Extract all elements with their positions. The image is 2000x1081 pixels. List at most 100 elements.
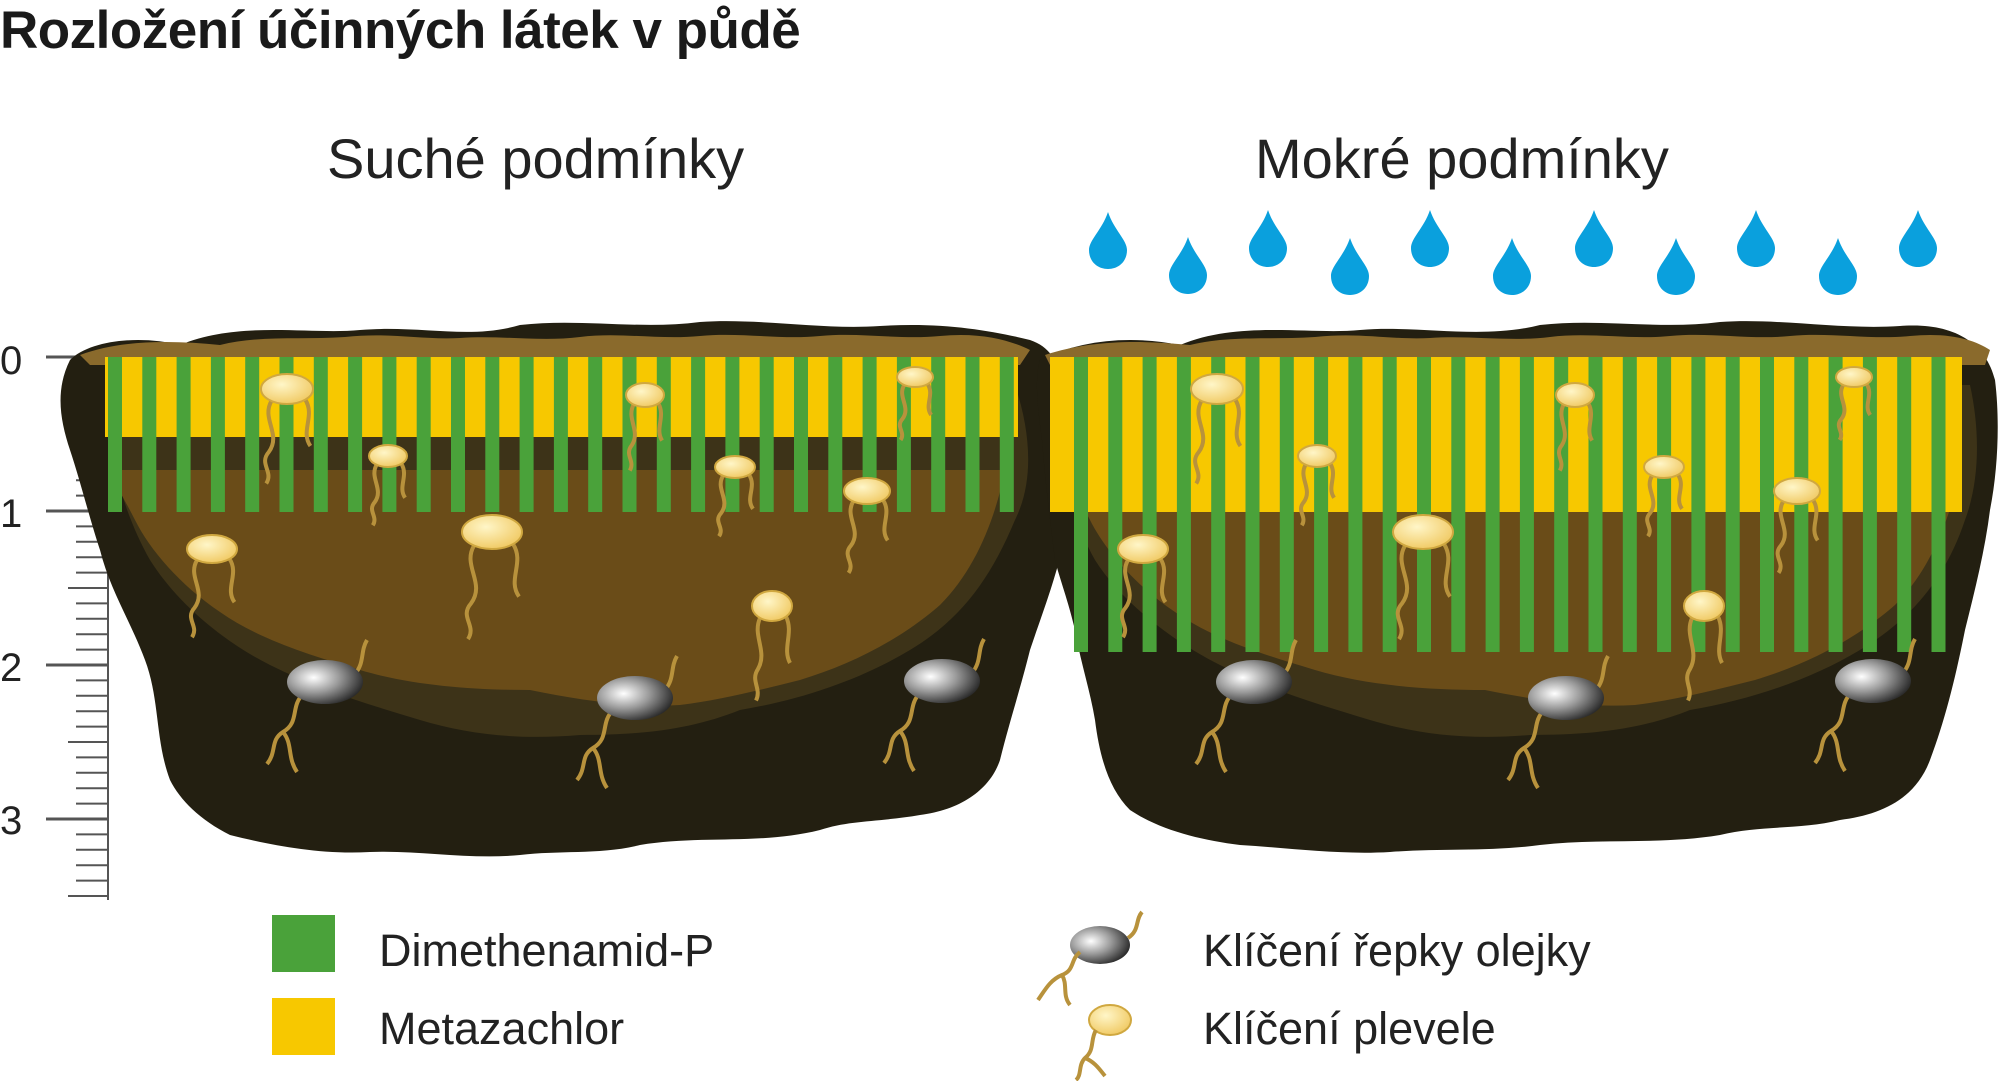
weed-root <box>263 400 276 485</box>
weed-root <box>881 499 890 542</box>
legend-label-rapeseed: Klíčení řepky olejky <box>1203 925 1591 976</box>
dimethenamid-stripe <box>1862 357 1877 652</box>
rapeseed-root <box>1210 730 1228 774</box>
dimethenamid-stripe <box>725 357 740 512</box>
weed-root <box>1836 383 1847 442</box>
weed-root <box>784 615 792 664</box>
wet-conditions-title: Mokré podmínky <box>1255 127 1669 190</box>
dimethenamid-stripe <box>416 357 431 512</box>
weed-root <box>1775 500 1787 575</box>
weed-root <box>1586 402 1594 442</box>
dimethenamid-stripe <box>1519 357 1534 652</box>
water-drops <box>1089 210 1937 295</box>
dimethenamid-stripe <box>108 357 122 512</box>
dimethenamid-stripe <box>862 357 877 512</box>
dimethenamid-stripe <box>1725 357 1740 652</box>
weed-root <box>1233 398 1243 448</box>
dimethenamid-stripe <box>176 357 191 512</box>
dimethenamid-stripe <box>382 357 397 512</box>
rapeseed-root <box>1829 729 1847 773</box>
dimethenamid-stripe <box>965 357 980 512</box>
dimethenamid-stripe <box>828 357 843 512</box>
weed-seed <box>1773 477 1821 505</box>
weed-root <box>1557 403 1567 472</box>
weed-root <box>1119 559 1132 639</box>
dimethenamid-stripe <box>999 357 1014 512</box>
weed-seed <box>896 366 934 388</box>
rapeseed-seed <box>1216 660 1292 704</box>
weed-seed <box>843 477 891 505</box>
wet-soil-block <box>1036 321 1998 853</box>
weed-seed <box>1555 382 1595 408</box>
weed-root <box>656 402 664 442</box>
dimethenamid-stripe <box>1622 357 1637 652</box>
weed-root <box>1685 617 1696 702</box>
depth-label-1: 1 <box>0 492 22 536</box>
dimethenamid-stripe <box>1691 357 1706 652</box>
weed-seed <box>714 455 756 479</box>
dry-soil-block <box>60 321 1063 857</box>
dimethenamid-stripe <box>1314 357 1329 652</box>
weed-seed <box>1117 534 1169 564</box>
water-drop-icon <box>1249 210 1287 267</box>
dimethenamid-stripe <box>1245 357 1260 652</box>
dimethenamid-stripe <box>142 357 157 512</box>
dimethenamid-stripe <box>1279 357 1294 652</box>
dimethenamid-stripe <box>210 357 225 512</box>
rapeseed-seed <box>1835 659 1911 703</box>
legend-swatch-dimethenamid <box>272 915 335 972</box>
dimethenamid-stripe <box>1176 357 1191 652</box>
dimethenamid-stripe <box>588 357 603 512</box>
weed-root <box>627 403 637 472</box>
dimethenamid-stripe <box>1211 357 1226 652</box>
weed-seed <box>461 514 523 550</box>
weed-root <box>1645 474 1656 538</box>
weed-root <box>1442 542 1452 598</box>
weed-root <box>1299 463 1309 527</box>
water-drop-icon <box>1575 210 1613 267</box>
weed-root <box>464 544 479 641</box>
water-drop-icon <box>1169 237 1207 294</box>
dimethenamid-stripe <box>1897 357 1912 652</box>
legend-swatch-metazachlor <box>272 998 335 1055</box>
weed-seed <box>751 590 793 622</box>
dimethenamid-stripe <box>485 357 500 512</box>
dimethenamid-stripe <box>1417 357 1431 652</box>
dimethenamid-stripe <box>1588 357 1603 652</box>
weed-seed <box>1297 444 1337 468</box>
legend-weed-icon <box>1074 1004 1132 1081</box>
dimethenamid-stripe <box>691 357 706 512</box>
weed-root <box>925 382 933 417</box>
weed-seed <box>625 382 665 408</box>
dimethenamid-stripe <box>931 357 946 512</box>
rapeseed-seed <box>1528 676 1604 720</box>
weed-seed <box>1190 373 1244 405</box>
water-drop-icon <box>1737 210 1775 267</box>
weed-root <box>303 398 313 448</box>
germinating-seeds <box>186 366 1917 790</box>
weed-root <box>511 542 521 598</box>
weed-root <box>227 557 237 604</box>
dimethenamid-stripe <box>519 357 534 512</box>
dimethenamid-stripe <box>245 357 260 512</box>
water-drop-icon <box>1657 238 1695 295</box>
weed-root <box>1716 615 1724 664</box>
dimethenamid-stripe <box>759 357 774 512</box>
weed-root <box>897 383 908 442</box>
dimethenamid-stripe <box>1108 357 1123 652</box>
weed-seed <box>260 373 314 405</box>
depth-label-3: 3 <box>0 799 22 843</box>
dimethenamid-stripe <box>794 357 808 512</box>
dimethenamid-stripe <box>553 357 568 512</box>
dimethenamid-stripe <box>1382 357 1397 652</box>
dimethenamid-stripe <box>313 357 328 512</box>
dimethenamid-stripes-dry <box>108 357 1014 512</box>
weed-root <box>716 474 727 538</box>
rapeseed-root <box>1522 746 1540 790</box>
dimethenamid-stripe <box>1485 357 1500 652</box>
weed-root <box>1193 400 1206 485</box>
weed-seed <box>368 444 408 468</box>
weed-seed <box>1643 455 1685 479</box>
dimethenamid-stripe <box>1760 357 1774 652</box>
